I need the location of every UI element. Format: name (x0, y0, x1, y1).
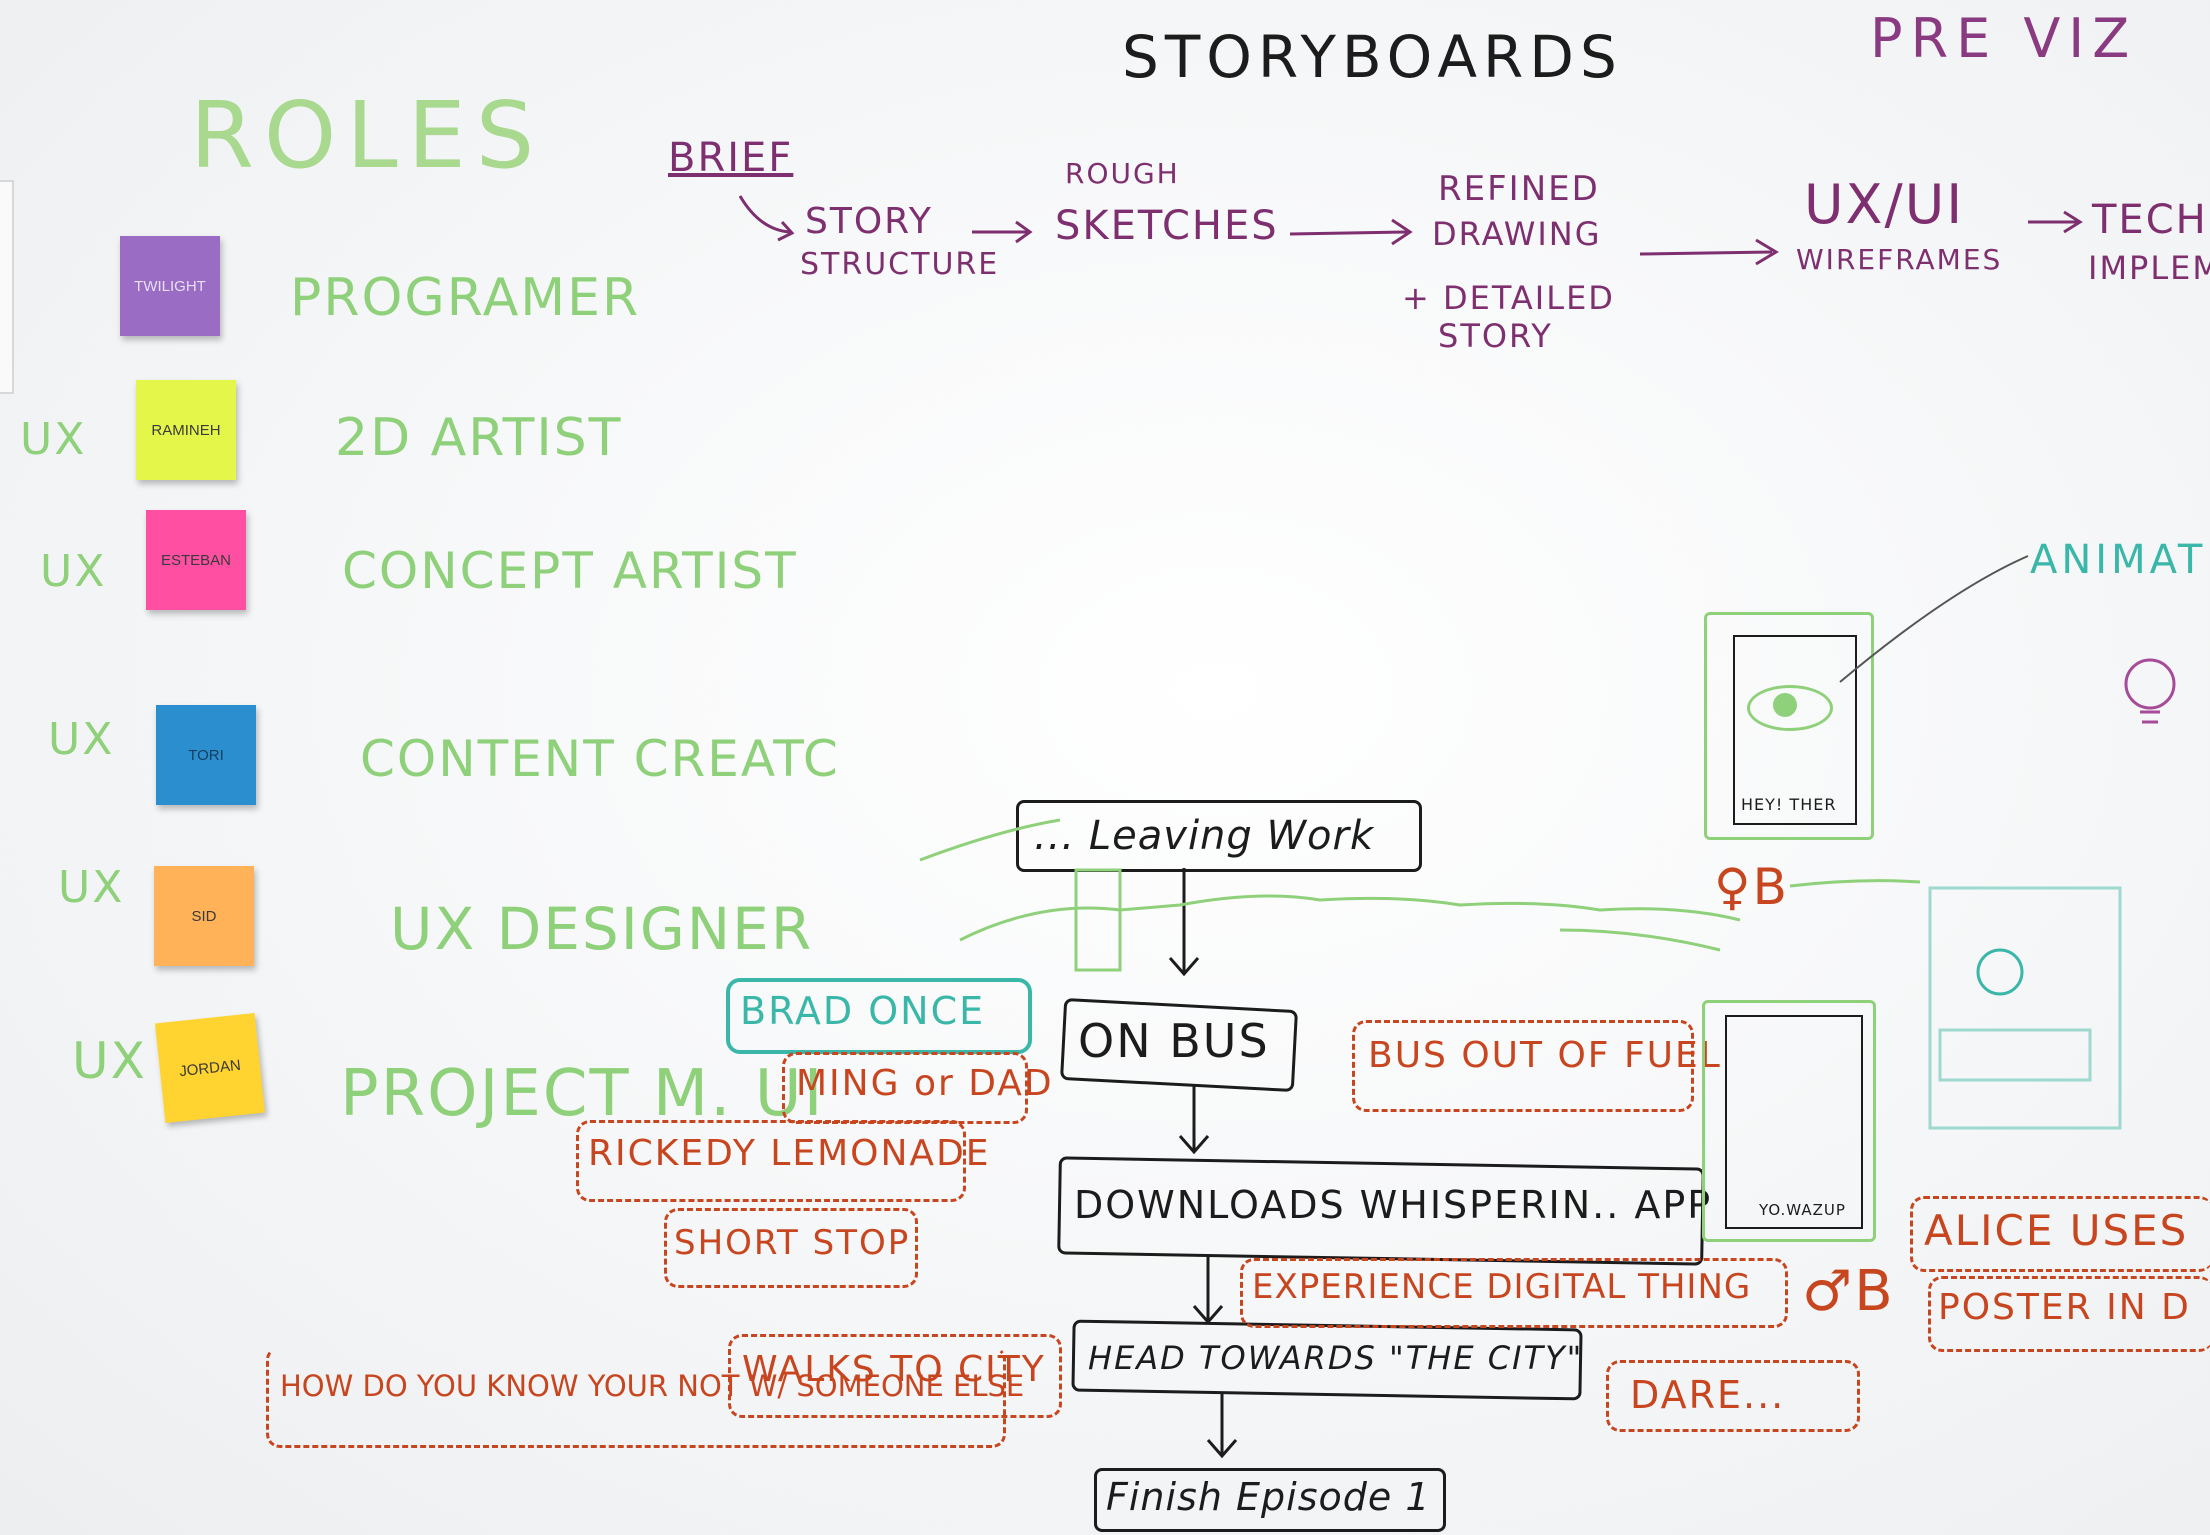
pipeline-story: STORY (805, 201, 933, 242)
pipeline-wireframes: WIREFRAMES (1796, 243, 2003, 276)
role-label: CONTENT CREATC (360, 730, 840, 788)
flow-finish: Finish Episode 1 (1106, 1475, 1431, 1519)
note-female-b: ♀B (1714, 858, 1789, 916)
note-box-bus-out-of-fuel (1352, 1020, 1694, 1112)
sticky-label: RAMINEH (151, 421, 221, 439)
eye-pupil (1773, 693, 1797, 717)
role-label: UX DESIGNER (390, 895, 814, 963)
note-box-walks-to-city (728, 1334, 1062, 1418)
flow-downloads: DOWNLOADS WHISPERIN.. APP (1074, 1183, 1713, 1227)
roles-heading: ROLES (190, 82, 545, 189)
previz-heading: PRE VIZ (1870, 7, 2138, 70)
sticky-note-sid: SID (154, 866, 254, 966)
note-box-alice-uses (1910, 1196, 2210, 1272)
note-how-do-you-know: HOW DO YOU KNOW YOUR NOT W/ SOMEONE ELSE (280, 1369, 1025, 1403)
pipeline-rough: ROUGH (1065, 157, 1180, 190)
sticky-note-ramineh: RAMINEH (136, 380, 236, 480)
pipeline-story-detail: STORY (1438, 317, 1553, 355)
pipeline-drawing: DRAWING (1432, 215, 1602, 253)
note-alice-uses: ALICE USES (1924, 1206, 2189, 1255)
pipeline-structure: STRUCTURE (800, 247, 1000, 282)
role-label: CONCEPT ARTIST (342, 542, 798, 600)
note-dare: DARE... (1630, 1373, 1786, 1417)
flow-on-bus: ON BUS (1078, 1014, 1270, 1068)
eye-sketch (1747, 685, 1833, 731)
sticky-label: ESTEBAN (160, 551, 232, 569)
note-experience: EXPERIENCE DIGITAL THING (1252, 1267, 1752, 1307)
note-box-short-stop (664, 1208, 918, 1288)
pipeline-implem: IMPLEM (2088, 249, 2210, 287)
role-prefix: UX (40, 546, 107, 597)
role-prefix: UX (48, 714, 115, 765)
role-label: PROGRAMER (290, 268, 641, 328)
flow-box-leaving-work (1016, 800, 1422, 872)
pipeline-sketches: SKETCHES (1055, 203, 1279, 249)
note-animat: ANIMAT (2030, 537, 2207, 583)
phone-sketch-eye: HEY! THER (1704, 612, 1874, 840)
phone-caption-hey-there: HEY! THER (1741, 795, 1837, 814)
pipeline-brief: BRIEF (668, 135, 794, 181)
note-rickedy: RICKEDY LEMONADE (588, 1133, 991, 1174)
sticky-note-esteban: ESTEBAN (146, 510, 246, 610)
role-label: 2D ARTIST (335, 408, 623, 468)
sticky-note-tori: TORI (156, 705, 256, 805)
note-short-stop: SHORT STOP (674, 1223, 911, 1263)
role-prefix: UX (58, 862, 125, 913)
storyboards-heading: STORYBOARDS (1122, 23, 1623, 91)
sticky-note-twilight: TWILIGHT (120, 236, 220, 336)
note-brad-once: BRAD ONCE (740, 989, 986, 1033)
note-male-b: ♂B (1802, 1259, 1895, 1324)
pipeline-refined: REFINED (1438, 169, 1600, 209)
note-box-dare (1606, 1360, 1860, 1432)
phone-caption-yo-wazup: YO.WAZUP (1759, 1201, 1846, 1219)
pipeline-tech: TECH (2092, 197, 2208, 243)
flow-head-towards: HEAD TOWARDS "THE CITY" (1088, 1339, 1584, 1377)
note-box-rickedy (576, 1120, 966, 1202)
note-box-experience (1240, 1258, 1788, 1328)
role-prefix: UX (72, 1032, 147, 1090)
phone-screen (1733, 635, 1857, 825)
note-ming-or-dad: MING or DAD (796, 1063, 1054, 1104)
note-poster-in: POSTER IN D (1938, 1287, 2191, 1328)
phone-sketch-hand: YO.WAZUP (1702, 1000, 1876, 1242)
role-prefix: UX (20, 414, 87, 465)
sticky-label: TORI (188, 746, 224, 764)
flow-box-finish (1094, 1468, 1446, 1532)
role-label: PROJECT M. UI (340, 1057, 825, 1131)
pipeline-uxui: UX/UI (1804, 173, 1965, 236)
note-box-poster-in (1928, 1276, 2210, 1352)
flow-leaving-work: ... Leaving Work (1034, 813, 1375, 859)
sticky-label: TWILIGHT (134, 277, 206, 295)
board-edge (0, 180, 14, 394)
pipeline-detailed: + DETAILED (1402, 279, 1615, 317)
phone-screen (1725, 1015, 1863, 1229)
note-box-how-do-you-know (266, 1346, 1006, 1448)
sticky-label: SID (191, 907, 217, 925)
note-bus-out-of-fuel: BUS OUT OF FUEL (1368, 1035, 1722, 1076)
